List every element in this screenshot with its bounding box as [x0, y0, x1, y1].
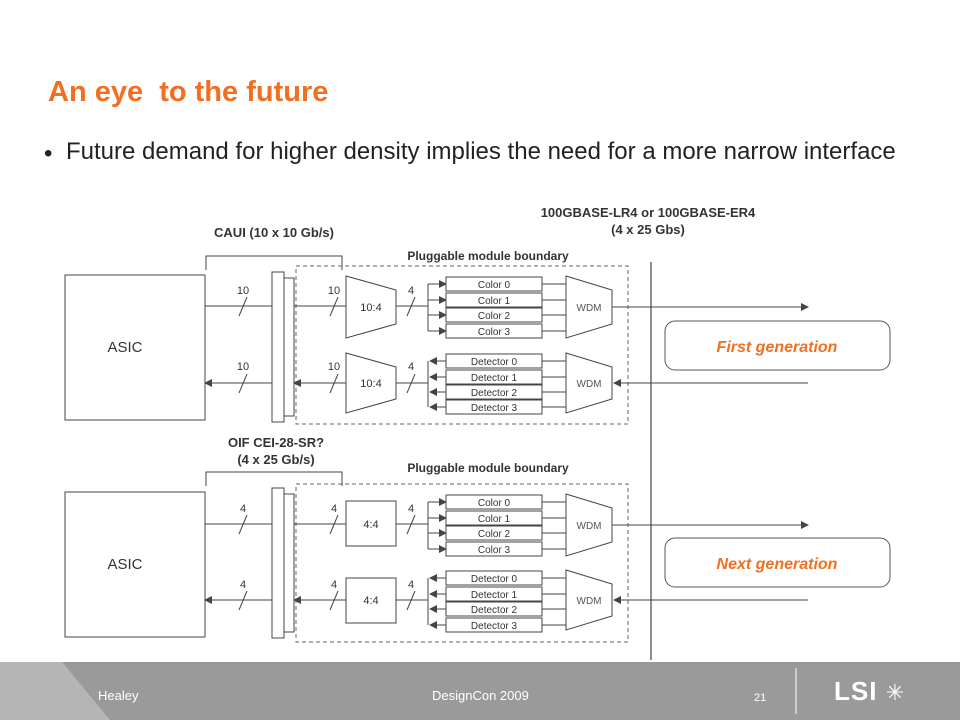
lane-count: 4 — [408, 503, 414, 515]
wdm-mux-bottom — [565, 493, 613, 557]
connector-bottom-inner — [283, 493, 295, 633]
oif-bracket — [205, 471, 343, 486]
caui-bracket — [205, 255, 343, 270]
standard-label-2: (4 x 25 Gbs) — [611, 222, 685, 237]
connector-top-inner — [283, 277, 295, 417]
connector-bottom-outer — [271, 487, 285, 639]
lane-count: 10 — [237, 361, 249, 373]
standard-label-1: 100GBASE-LR4 or 100GBASE-ER4 — [541, 205, 756, 220]
color-label: Color 3 — [478, 327, 511, 338]
footer-event: DesignCon 2009 — [432, 688, 529, 703]
asic-bottom — [64, 491, 206, 638]
lane-count: 10 — [328, 361, 340, 373]
connector-top-outer — [271, 271, 285, 423]
lane-count: 4 — [331, 503, 337, 515]
lane-count: 4 — [240, 503, 246, 515]
color-label: Color 3 — [478, 545, 511, 556]
first-generation-callout — [664, 320, 891, 371]
footer-page-number: 21 — [754, 692, 767, 704]
first-generation-label: First generation — [717, 339, 838, 356]
gearbox-tx-bottom — [345, 500, 397, 547]
wdm-label: WDM — [577, 303, 602, 314]
gearbox-label: 10:4 — [360, 378, 381, 390]
color-label: Color 2 — [478, 529, 511, 540]
lane-count: 10 — [237, 285, 249, 297]
detector-label: Detector 0 — [471, 357, 518, 368]
detector-boxes-top: Detector 0 Detector 1 Detector 2 Detecto… — [429, 353, 566, 415]
lane-count: 4 — [408, 285, 414, 297]
gearbox-tx-top — [345, 275, 397, 339]
detector-label: Detector 1 — [471, 590, 518, 601]
footer-bar: Healey DesignCon 2009 21 — [0, 662, 960, 720]
logo-text: LSI — [834, 676, 878, 706]
gearbox-label: 4:4 — [363, 519, 378, 531]
asic-bottom-label: ASIC — [107, 556, 142, 573]
gearbox-label: 4:4 — [363, 595, 378, 607]
color-label: Color 2 — [478, 311, 511, 322]
wdm-label: WDM — [577, 521, 602, 532]
wdm-demux-top — [565, 352, 613, 414]
lane-count: 10 — [328, 285, 340, 297]
detector-label: Detector 2 — [471, 388, 518, 399]
oif-label-2: (4 x 25 Gb/s) — [237, 452, 314, 467]
caui-label: CAUI (10 x 10 Gb/s) — [214, 225, 334, 240]
detector-label: Detector 3 — [471, 621, 518, 632]
lane-count: 4 — [408, 579, 414, 591]
asic-top-label: ASIC — [107, 339, 142, 356]
wdm-mux-top — [565, 275, 613, 339]
module-boundary-label-bottom: Pluggable module boundary — [407, 461, 569, 475]
lane-count: 4 — [408, 361, 414, 373]
module-diagram: CAUI (10 x 10 Gb/s) 100GBASE-LR4 or 100G… — [64, 205, 891, 660]
wdm-label: WDM — [577, 596, 602, 607]
color-boxes-bottom: Color 0 Color 1 Color 2 Color 3 — [428, 494, 566, 557]
wdm-label: WDM — [577, 379, 602, 390]
wdm-demux-bottom — [565, 569, 613, 631]
detector-label: Detector 1 — [471, 373, 518, 384]
gearbox-label: 10:4 — [360, 302, 381, 314]
detector-boxes-bottom: Detector 0 Detector 1 Detector 2 Detecto… — [429, 570, 566, 633]
slide-title: An eye to the future — [48, 76, 329, 108]
footer-author: Healey — [98, 688, 139, 703]
color-label: Color 0 — [478, 498, 511, 509]
next-generation-callout — [664, 537, 891, 588]
detector-label: Detector 0 — [471, 574, 518, 585]
lane-count: 4 — [240, 579, 246, 591]
detector-label: Detector 2 — [471, 605, 518, 616]
next-generation-label: Next generation — [717, 556, 838, 573]
bullet-text: Future demand for higher density implies… — [66, 138, 896, 165]
oif-label-1: OIF CEI-28-SR? — [228, 435, 324, 450]
color-label: Color 1 — [478, 296, 511, 307]
color-label: Color 0 — [478, 280, 511, 291]
color-label: Color 1 — [478, 514, 511, 525]
bullet-marker: • — [44, 140, 53, 167]
detector-label: Detector 3 — [471, 403, 518, 414]
lsi-logo: LSI ✳ — [834, 676, 905, 707]
lane-count: 4 — [331, 579, 337, 591]
starburst-icon: ✳ — [885, 680, 906, 705]
module-boundary-label-top: Pluggable module boundary — [407, 249, 569, 263]
asic-top — [64, 274, 206, 421]
footer-swoosh — [0, 662, 797, 720]
color-boxes-top: Color 0 Color 1 Color 2 Color 3 — [428, 276, 566, 339]
gearbox-rx-bottom — [345, 577, 397, 624]
gearbox-rx-top — [345, 352, 397, 414]
